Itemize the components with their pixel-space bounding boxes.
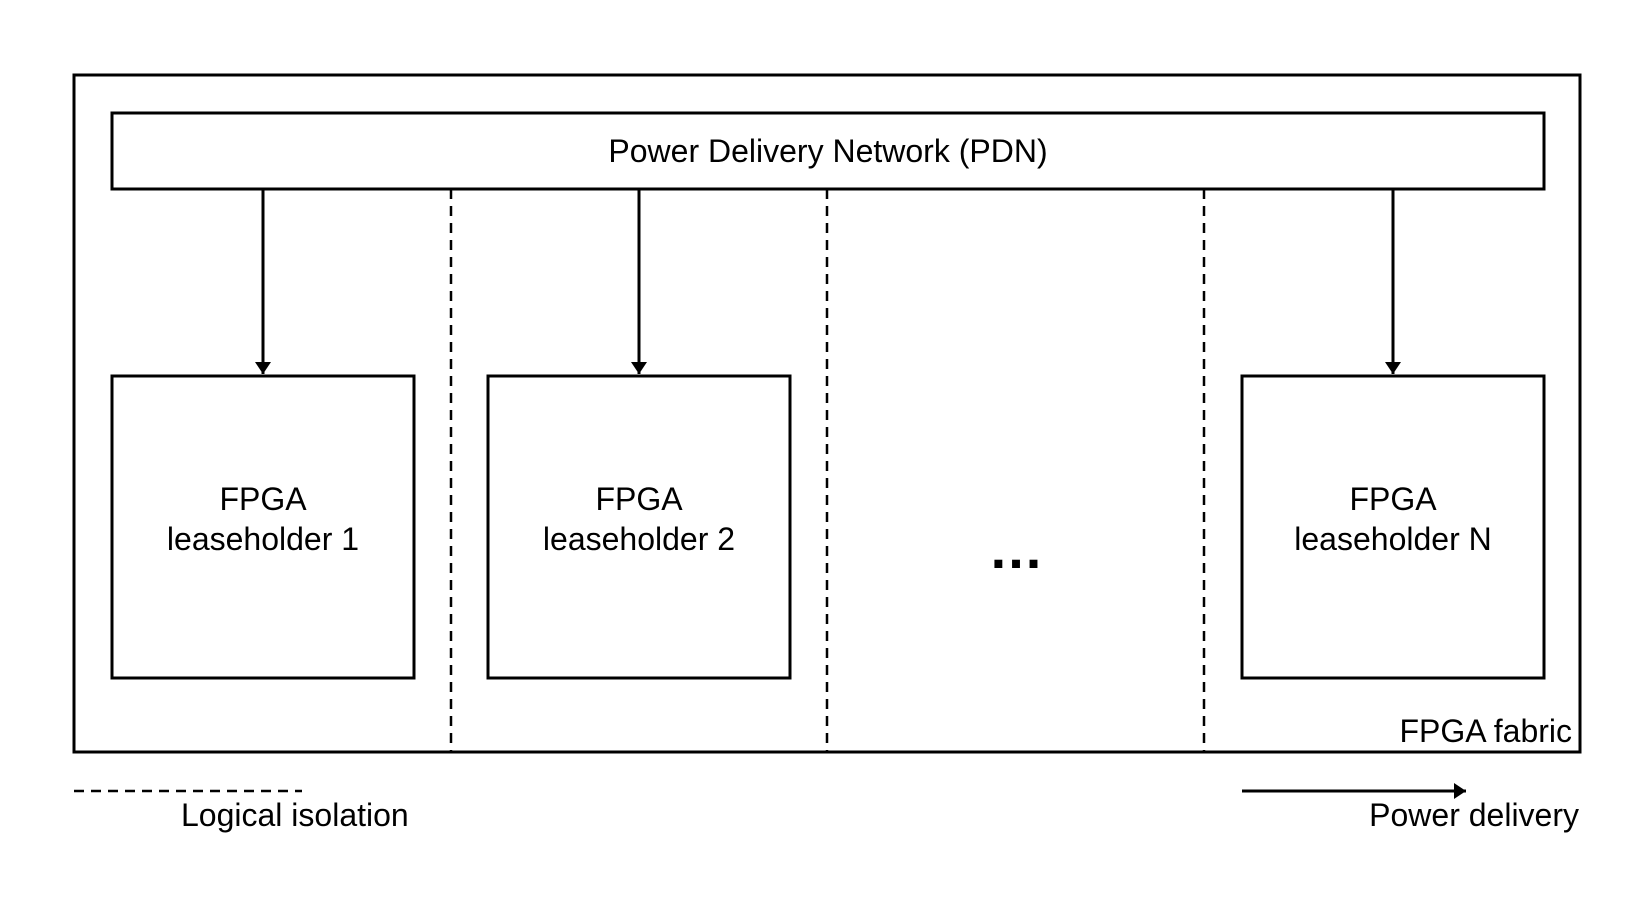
pdn-label: Power Delivery Network (PDN) xyxy=(608,133,1048,169)
leaseholder-1-line2: leaseholder 1 xyxy=(166,521,360,557)
ellipsis: ... xyxy=(990,517,1044,580)
leaseholder-1-label: FPGA leaseholder 1 xyxy=(112,479,414,559)
leaseholder-1-line1: FPGA xyxy=(219,481,307,517)
leaseholder-n-label: FPGA leaseholder N xyxy=(1242,479,1544,559)
leaseholder-n-line1: FPGA xyxy=(1349,481,1437,517)
leaseholder-2-box xyxy=(486,374,792,680)
leaseholder-n-box xyxy=(1240,374,1546,680)
legend-isolation-label: Logical isolation xyxy=(181,797,409,833)
leaseholder-2-line1: FPGA xyxy=(595,481,683,517)
leaseholder-n-line2: leaseholder N xyxy=(1294,521,1492,557)
leaseholder-2-line2: leaseholder 2 xyxy=(542,521,736,557)
leaseholder-2-label: FPGA leaseholder 2 xyxy=(488,479,790,559)
fpga-fabric-label: FPGA fabric xyxy=(1399,713,1573,749)
leaseholder-1-box xyxy=(110,374,416,680)
legend-power-label: Power delivery xyxy=(1369,797,1579,833)
